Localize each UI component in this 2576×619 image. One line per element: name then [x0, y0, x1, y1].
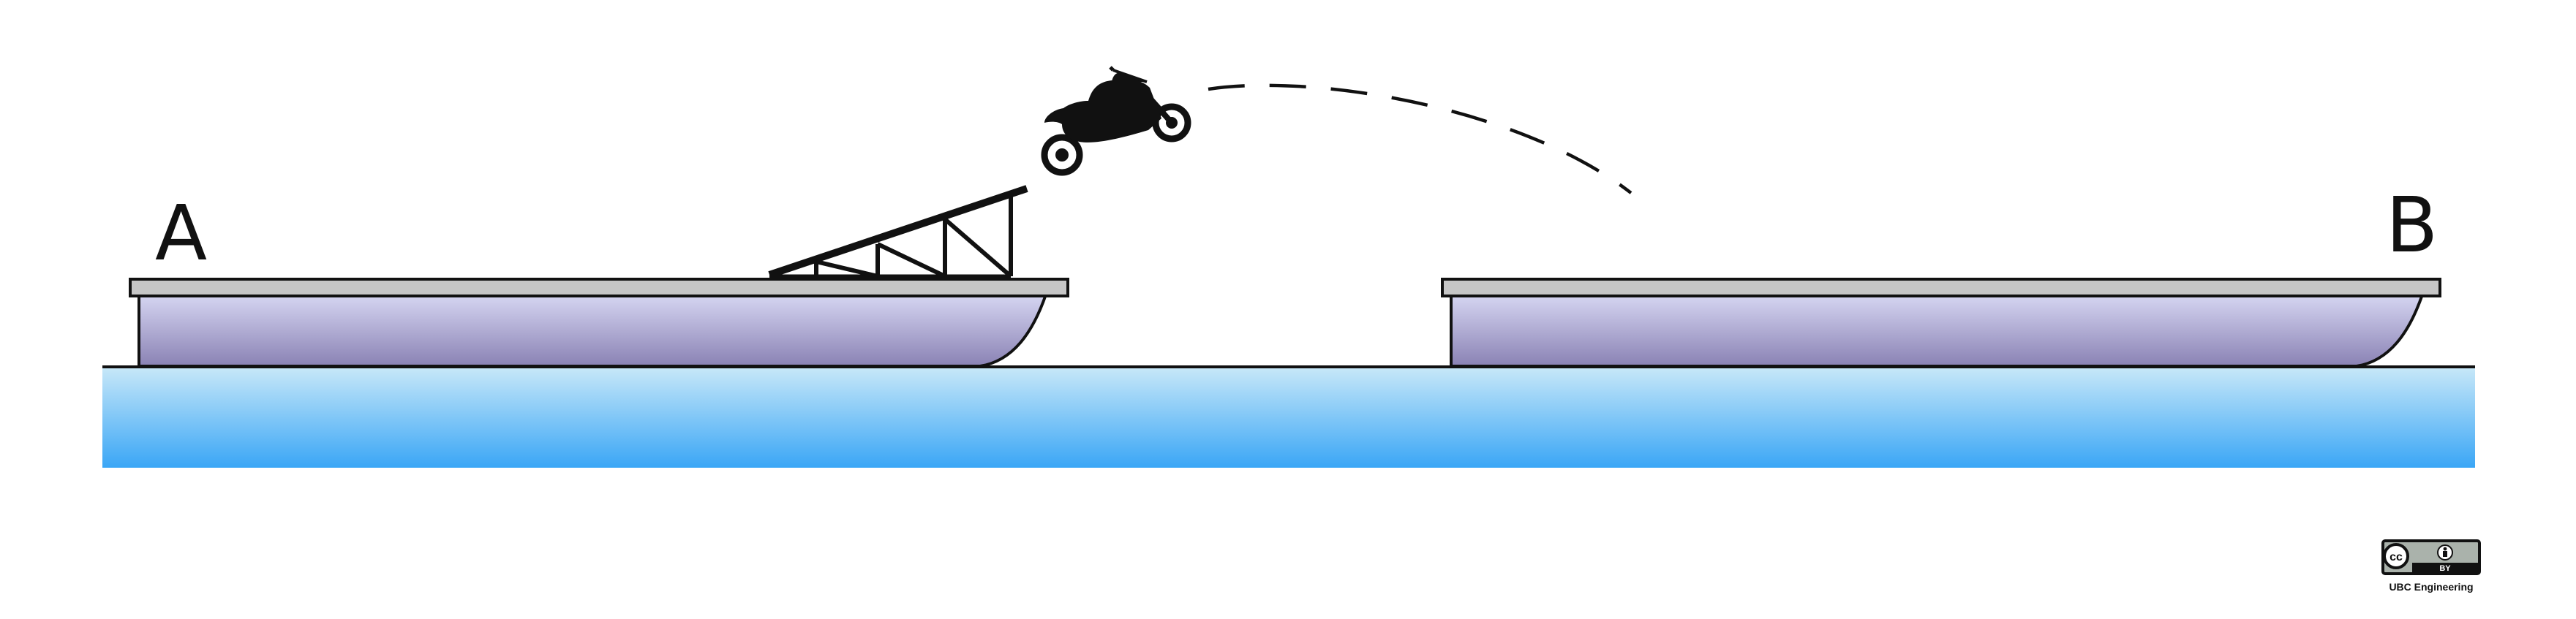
license-badge: cc BY	[2381, 539, 2481, 575]
barge-b	[1441, 278, 2441, 368]
jump-trajectory	[1208, 83, 1632, 194]
ramp-surface	[768, 185, 1028, 278]
barge-a-hull	[138, 293, 1048, 368]
motorcycle-icon	[1041, 66, 1191, 176]
jump-ramp	[768, 185, 1028, 278]
barge-a	[129, 278, 1069, 368]
point-b-label: B	[2386, 181, 2438, 270]
barge-b-deck	[1441, 278, 2441, 297]
creative-commons-icon	[2383, 543, 2409, 569]
cc-mark: cc	[2389, 551, 2403, 563]
by-mark: BY	[2439, 564, 2451, 573]
water	[102, 367, 2475, 468]
point-a-label: A	[155, 189, 207, 278]
barge-a-deck	[129, 278, 1069, 297]
credit-text: UBC Engineering	[2389, 581, 2473, 593]
barge-b-hull	[1450, 293, 2425, 368]
